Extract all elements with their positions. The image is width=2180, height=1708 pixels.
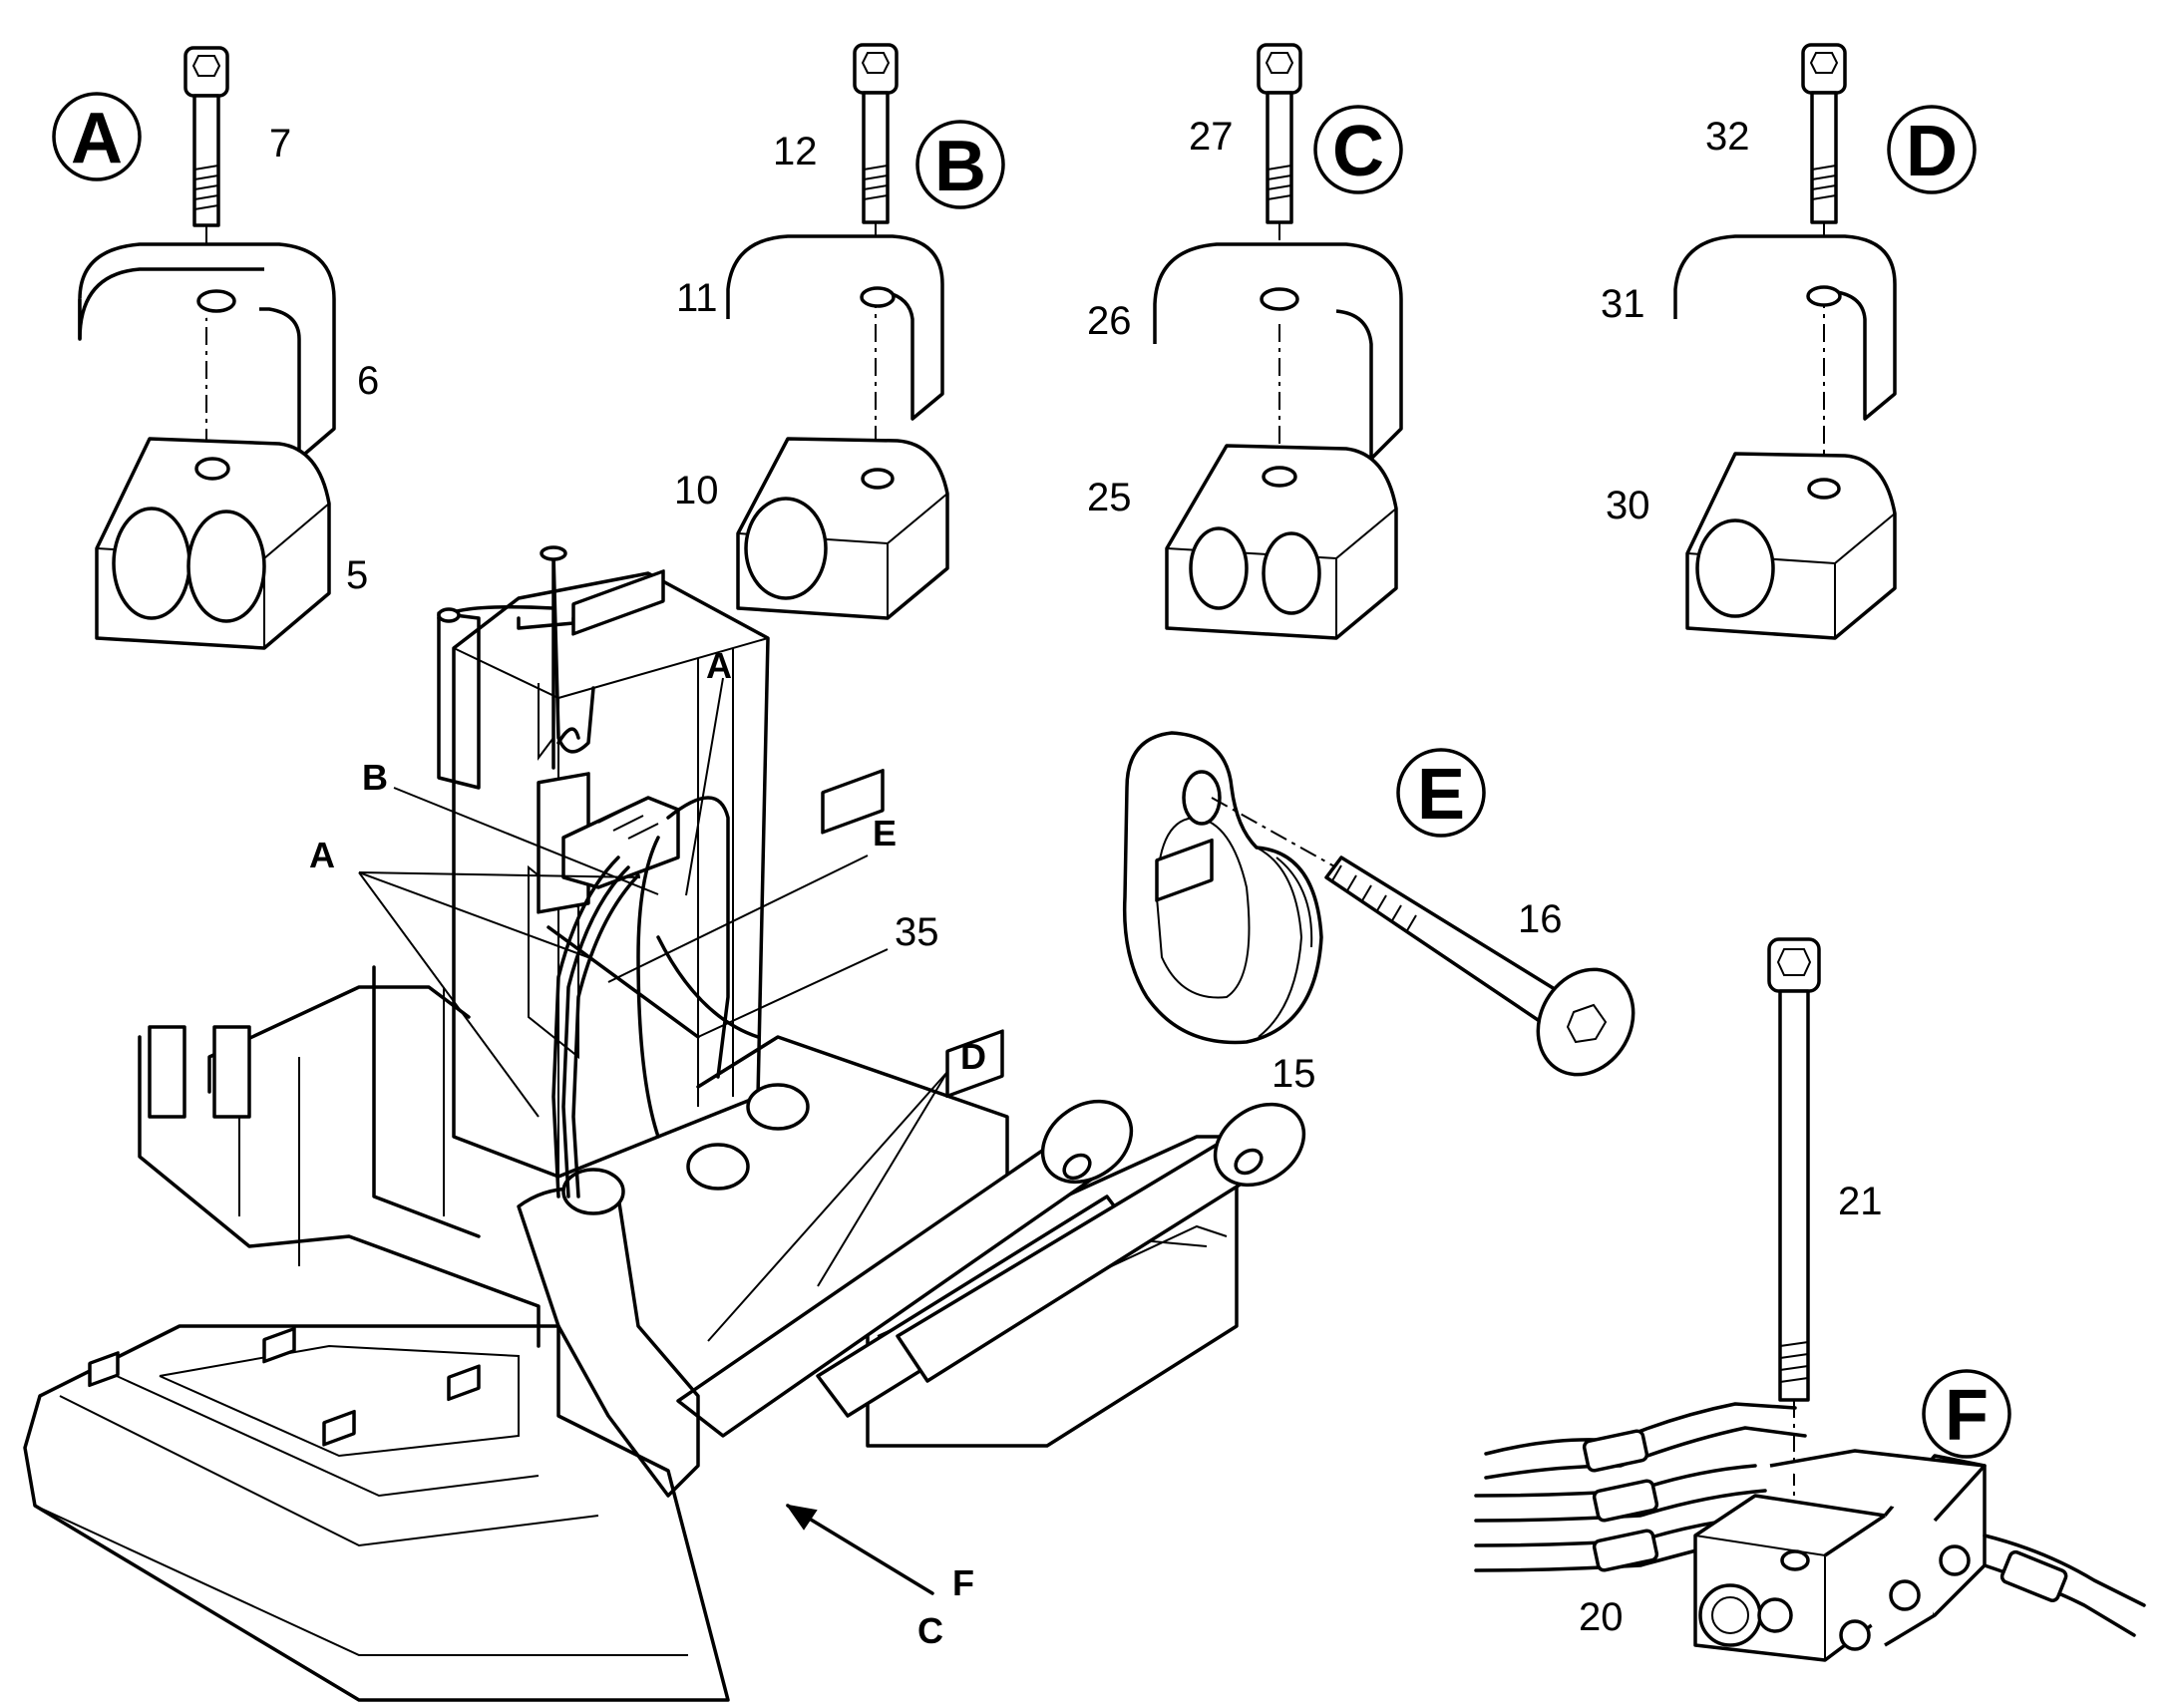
machine-label-35: 35 <box>895 910 939 954</box>
clamp-cap-6 <box>78 242 336 461</box>
clamp-cap-26 <box>1153 242 1403 461</box>
part-num-16: 16 <box>1518 897 1563 941</box>
callout-e: E <box>1417 755 1465 835</box>
machine-label-a-left: A <box>309 835 335 875</box>
callout-c: C <box>1332 112 1384 191</box>
part-num-30: 30 <box>1606 484 1650 527</box>
callout-circle-e <box>1396 748 1486 838</box>
machine-label-a-top: A <box>706 645 732 686</box>
machine-frame <box>23 545 1306 1702</box>
part-num-31: 31 <box>1601 282 1645 326</box>
machine-label-f: F <box>952 1562 974 1603</box>
part-num-21: 21 <box>1838 1180 1883 1223</box>
clamp-block-5 <box>95 437 331 650</box>
bolt-7 <box>183 46 229 227</box>
valve-bank <box>561 569 680 889</box>
detail-f: F <box>1474 937 2146 1662</box>
detail-b: B 12 11 10 <box>674 43 1005 620</box>
bolt-27 <box>1257 43 1302 224</box>
detail-d: D 32 31 30 <box>1601 43 1977 640</box>
part-num-12: 12 <box>773 130 818 173</box>
part-num-11: 11 <box>676 276 718 320</box>
part-num-7: 7 <box>269 122 291 166</box>
callout-circle-d <box>1887 105 1977 194</box>
part-num-6: 6 <box>357 359 379 403</box>
part-num-20: 20 <box>1579 1595 1624 1639</box>
callout-circle-a <box>52 92 142 181</box>
clamp-cap-31 <box>1673 234 1897 421</box>
bolt-12 <box>853 43 899 224</box>
detail-e: E 15 16 <box>1122 731 1635 1096</box>
part-num-25: 25 <box>1087 476 1132 519</box>
callout-f: F <box>1945 1376 1989 1456</box>
clamp-block-30 <box>1685 452 1897 640</box>
part-num-15: 15 <box>1272 1052 1316 1096</box>
tilt-cylinders <box>676 1099 1306 1438</box>
valve-block-20 <box>1693 1449 2146 1662</box>
callout-circle-c <box>1313 105 1403 194</box>
clamp-block-25 <box>1165 444 1398 640</box>
callout-b: B <box>934 127 986 206</box>
part-num-27: 27 <box>1189 115 1234 159</box>
part-num-5: 5 <box>346 553 368 597</box>
machine-label-e: E <box>873 813 897 854</box>
callout-d: D <box>1906 112 1958 191</box>
p-clamp-15 <box>1122 731 1323 1045</box>
bolt-16 <box>1324 855 1635 1077</box>
machine-label-b: B <box>362 757 388 798</box>
part-num-10: 10 <box>674 469 719 512</box>
part-num-26: 26 <box>1087 299 1132 343</box>
callout-circle-f <box>1922 1369 2011 1459</box>
clamp-cap-11 <box>726 234 944 421</box>
part-num-32: 32 <box>1705 115 1750 159</box>
leader-lines <box>358 677 948 1595</box>
bolt-32 <box>1801 43 1847 224</box>
callout-a: A <box>71 99 123 178</box>
detail-a: A 7 6 5 <box>52 46 379 650</box>
callout-circle-b <box>915 120 1005 209</box>
detail-c: C 27 26 25 <box>1087 43 1403 640</box>
bolt-21 <box>1767 937 1821 1402</box>
machine-label-c: C <box>917 1610 943 1651</box>
clamp-block-10 <box>736 437 949 620</box>
machine-label-d: D <box>960 1036 986 1077</box>
